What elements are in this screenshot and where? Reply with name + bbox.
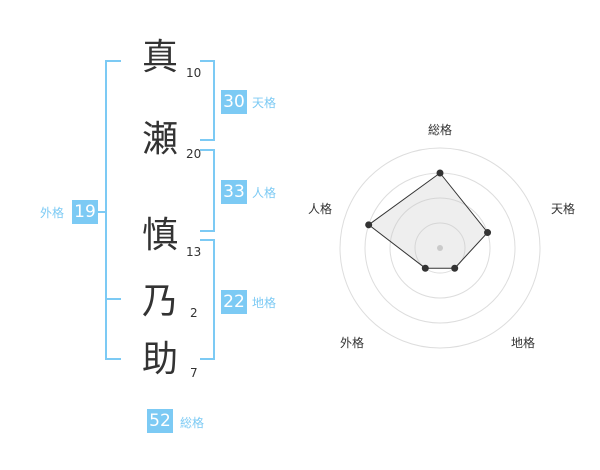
- jinkaku-bracket-bottom: [200, 230, 215, 232]
- radar-center-dot: [437, 245, 443, 251]
- name-char-1: 真: [142, 37, 179, 78]
- stroke-count-2: 20: [186, 147, 202, 161]
- radar-point-3: [451, 264, 459, 272]
- gaikaku-bracket-bottom: [105, 358, 121, 360]
- stroke-count-3: 13: [186, 245, 202, 259]
- radar-axis-label-soukaku: 総格: [428, 123, 453, 137]
- soukaku-label: 総格: [180, 416, 205, 430]
- name-char-2: 瀬: [142, 119, 179, 160]
- jinkaku-label: 人格: [252, 186, 277, 200]
- jinkaku-bracket-vertical: [213, 149, 215, 232]
- chikaku-bracket-bottom: [200, 358, 215, 360]
- tenkaku-label: 天格: [252, 96, 277, 110]
- radar-axis-label-tenkaku: 天格: [551, 202, 576, 216]
- gaikaku-connector: [97, 211, 105, 213]
- name-char-5: 助: [142, 339, 179, 380]
- chikaku-bracket-vertical: [213, 239, 215, 360]
- jinkaku-value: 33: [221, 180, 247, 204]
- radar-ring-4: [339, 147, 541, 349]
- radar-series-polygon: [367, 172, 489, 269]
- name-char-3: 慎: [142, 215, 179, 256]
- stroke-count-4: 2: [190, 306, 198, 320]
- radar-point-2: [484, 229, 492, 237]
- tenkaku-bracket-top: [200, 60, 215, 62]
- radar-ring-1: [414, 222, 466, 274]
- radar-axis-label-gaikaku: 外格: [340, 336, 365, 350]
- tenkaku-bracket-vertical: [213, 60, 215, 141]
- stroke-count-1: 10: [186, 66, 202, 80]
- radar-axis-label-chikaku: 地格: [511, 336, 536, 350]
- name-char-4: 乃: [142, 281, 179, 322]
- chikaku-bracket-top: [200, 239, 215, 241]
- gaikaku-bracket-vertical: [105, 60, 107, 360]
- radar-point-1: [436, 169, 444, 177]
- gaikaku-label: 外格: [40, 206, 65, 220]
- jinkaku-bracket-top: [200, 149, 215, 151]
- radar-chart: [339, 147, 541, 349]
- tenkaku-bracket-bottom: [200, 139, 215, 141]
- radar-point-4: [421, 264, 429, 272]
- tenkaku-value: 30: [221, 90, 247, 114]
- radar-ring-2: [389, 197, 491, 299]
- chikaku-value: 22: [221, 290, 247, 314]
- radar-point-5: [365, 221, 373, 229]
- gaikaku-bracket-middle: [105, 298, 121, 300]
- radar-axis-label-jinkaku: 人格: [308, 202, 333, 216]
- chikaku-label: 地格: [252, 296, 277, 310]
- gaikaku-value: 19: [72, 200, 98, 224]
- stroke-count-5: 7: [190, 366, 198, 380]
- soukaku-value: 52: [147, 409, 173, 433]
- gaikaku-bracket-top: [105, 60, 121, 62]
